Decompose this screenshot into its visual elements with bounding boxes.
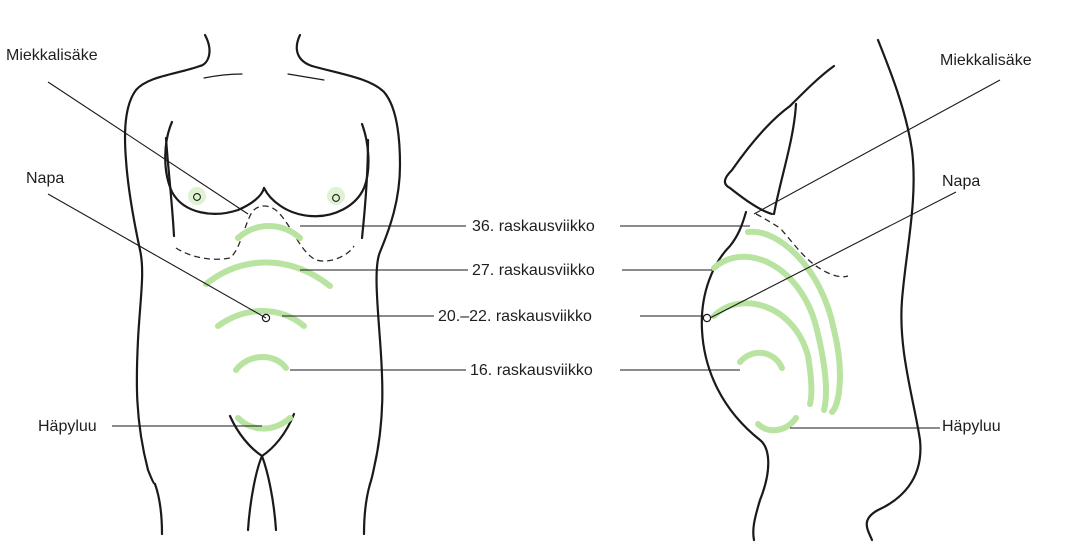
label-front-pubis: Häpyluu (38, 418, 97, 435)
leader-front-xiphoid (48, 82, 248, 214)
front-neck (200, 35, 209, 66)
side-ribcage-outline (756, 214, 848, 277)
side-arc-week-16 (740, 353, 782, 368)
side-neck-front (790, 66, 834, 106)
front-arc-week-36 (238, 226, 300, 238)
front-right-breast (264, 124, 368, 216)
front-arc-week-20-22 (218, 311, 304, 326)
front-left-collarbone (204, 74, 242, 78)
front-pubic-arc (238, 418, 290, 429)
front-left-areola (188, 187, 206, 205)
side-navel-marker (703, 314, 710, 321)
label-week-36: 36. raskausviikko (472, 218, 595, 235)
leader-front-navel (48, 194, 266, 318)
label-side-pubis: Häpyluu (942, 418, 1001, 435)
front-outer-leg-right (364, 484, 370, 534)
front-arc-week-27 (206, 262, 330, 286)
leader-side-xiphoid (754, 80, 1000, 214)
front-left-shoulder-arm (125, 66, 200, 484)
front-left-breast (165, 122, 264, 214)
front-inner-legs (248, 456, 276, 530)
side-chest-breast (725, 106, 790, 214)
label-side-xiphoid: Miekkalisäke (940, 52, 1032, 69)
front-left-inner-arm (166, 138, 174, 236)
label-week-16: 16. raskausviikko (470, 362, 593, 379)
label-week-27: 27. raskausviikko (472, 262, 595, 279)
side-view-figure (702, 40, 921, 540)
front-right-shoulder-arm (312, 66, 400, 484)
labels: Miekkalisäke Napa Häpyluu Miekkalisäke N… (6, 47, 1032, 435)
front-right-collarbone (288, 74, 324, 80)
label-front-xiphoid: Miekkalisäke (6, 47, 98, 64)
front-view-figure (125, 35, 400, 534)
front-neck-right (297, 35, 312, 66)
label-front-navel: Napa (26, 170, 64, 187)
front-right-areola (327, 187, 345, 205)
label-side-navel: Napa (942, 173, 980, 190)
front-outer-leg-left (155, 484, 162, 534)
side-back-line (867, 40, 921, 540)
front-arc-week-16 (236, 357, 286, 370)
label-week-20-22: 20.–22. raskausviikko (438, 308, 592, 325)
